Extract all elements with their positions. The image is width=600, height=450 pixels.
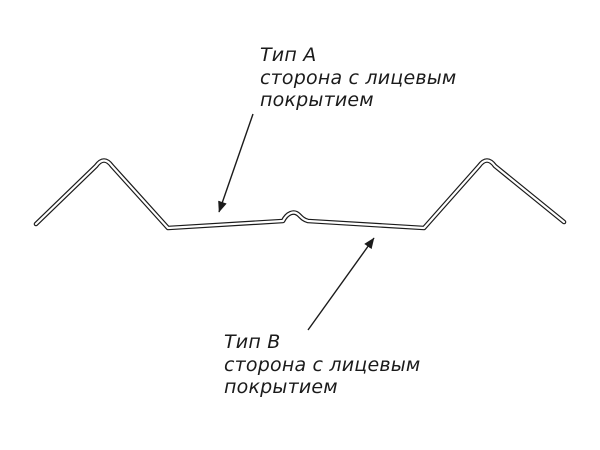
callout-type-a: Тип А сторона с лицевым покрытием: [260, 44, 456, 111]
leader-line-b: [307, 237, 375, 331]
callout-type-b: Тип В сторона с лицевым покрытием: [224, 331, 420, 398]
callout-type-a-line1: сторона с лицевым: [260, 67, 457, 89]
profile-outline-inner: [34, 159, 566, 230]
callout-type-b-line1: сторона с лицевым: [224, 354, 421, 376]
callout-type-b-title: Тип В: [224, 331, 281, 353]
callout-type-a-title: Тип А: [260, 44, 317, 66]
leader-line-a: [218, 113, 254, 213]
callout-type-a-line2: покрытием: [260, 89, 374, 111]
callout-type-b-line2: покрытием: [224, 376, 338, 398]
